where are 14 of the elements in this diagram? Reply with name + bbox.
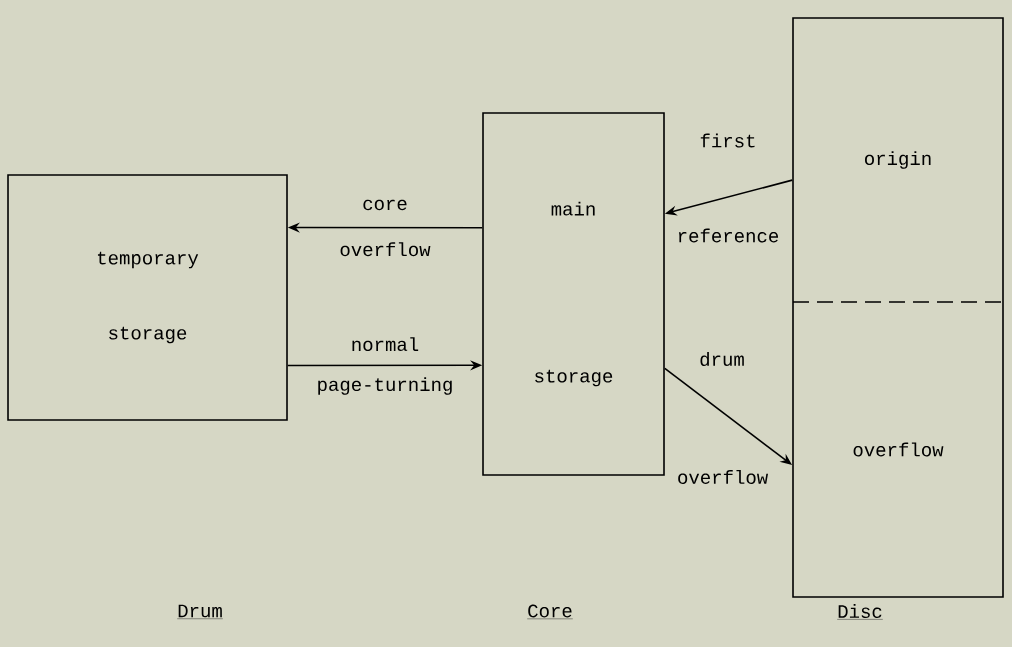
box-text: temporary storage [97,251,199,344]
storage-box [7,174,288,421]
storage-box [482,112,665,476]
edge-label: drum overflow [678,352,768,484]
box-text: overflow [853,442,944,457]
edge-label: first reference [678,133,779,243]
disc-section [792,17,1004,303]
edge-label: normal page-turning [318,337,452,395]
box-text: main storage [535,201,613,387]
column-heading: Drum [177,604,223,619]
column-heading: Core [527,604,573,620]
disc-section [792,301,1004,598]
box-text: origin [865,151,931,169]
edge-label: core overflow [340,199,431,257]
